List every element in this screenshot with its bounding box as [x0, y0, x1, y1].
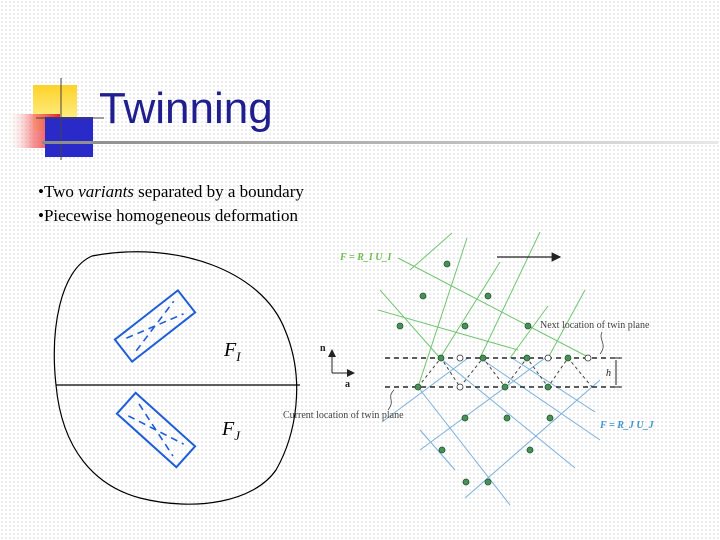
body-figure: FI FJ [53, 251, 300, 505]
step-height-label: h [606, 368, 611, 379]
title-divider [42, 141, 718, 144]
bottom-formula: F = R_J U_J [599, 420, 655, 431]
svg-text:a: a [345, 379, 350, 390]
twinning-diagram: FI FJ [53, 231, 655, 506]
lattice-lines-lower [381, 357, 601, 506]
label-deformation-lower: FJ [221, 418, 241, 443]
lattice-figure: h Next location of twin plane Current lo… [283, 231, 655, 506]
svg-text:n: n [320, 343, 326, 354]
label-deformation-upper: FI [223, 339, 241, 364]
bullet-item: •Piecewise homogeneous deformation [38, 206, 298, 225]
lattice-lines-upper [377, 231, 591, 388]
shear-path [417, 357, 593, 388]
slide-title: Twinning [99, 84, 273, 133]
bullet-list: •Two variants separated by a boundary •P… [38, 180, 304, 228]
crystal-variant-lower [115, 391, 197, 469]
current-plane-label: Current location of twin plane [283, 410, 404, 421]
body-outline [53, 251, 298, 505]
bullet-item: •Two variants separated by a boundary [38, 182, 304, 201]
crystal-variant-upper [113, 288, 197, 364]
next-plane-label: Next location of twin plane [540, 320, 650, 331]
top-formula: F = R_I U_I [339, 252, 392, 263]
lattice-nodes-open [456, 354, 592, 391]
lattice-nodes [396, 260, 572, 486]
slide-logo-icon [6, 78, 104, 160]
axes-icon: n a [320, 343, 355, 390]
